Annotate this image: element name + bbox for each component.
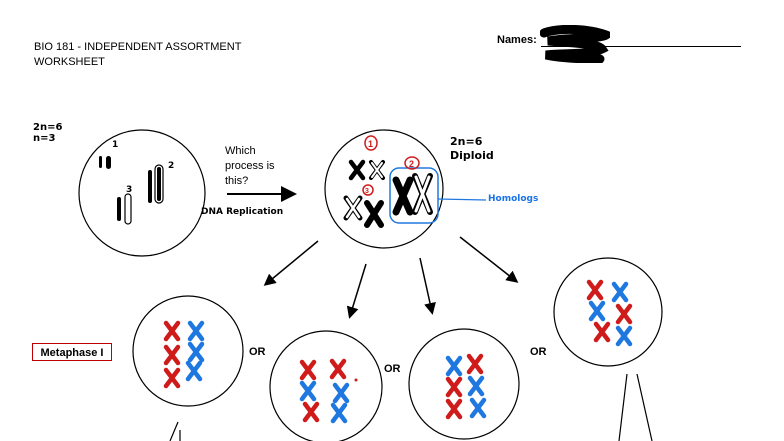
names-underline <box>541 46 741 47</box>
question-line-1: Which <box>225 145 256 157</box>
or-label-3: OR <box>530 346 547 358</box>
or-label-2: OR <box>384 363 401 375</box>
diploid-label: 2n=6 Diploid <box>450 135 494 163</box>
continuation-line-3 <box>618 373 628 441</box>
worksheet-title: BIO 181 - INDEPENDENT ASSORTMENT WORKSHE… <box>34 40 241 70</box>
process-answer: DNA Replication <box>201 207 284 217</box>
or-label-1: OR <box>249 346 266 358</box>
replicated-ploidy: 2n=6 <box>450 135 483 148</box>
title-line-1: BIO 181 - INDEPENDENT ASSORTMENT <box>34 41 242 53</box>
ploidy-n: n=3 <box>33 133 56 144</box>
chrom-label-2: 2 <box>168 161 174 171</box>
chrom-label-3: 3 <box>126 185 132 195</box>
circled-number-3: 3 <box>365 188 369 195</box>
title-line-2: WORKSHEET <box>34 56 105 68</box>
circled-number-1: 1 <box>368 139 373 149</box>
arrow-to-option-1 <box>263 240 319 286</box>
option-cell-1 <box>132 295 244 407</box>
ploidy-2n: 2n=6 <box>33 122 63 133</box>
replicated-cell <box>324 129 487 249</box>
names-label: Names: <box>497 34 537 46</box>
chrom-label-1: 1 <box>112 140 118 150</box>
question-line-3: this? <box>225 175 249 187</box>
option-cell-3 <box>408 328 520 440</box>
option-cell-2 <box>269 330 383 441</box>
redacted-name <box>540 25 610 63</box>
arrow-to-option-3 <box>419 257 436 315</box>
continuation-line-1 <box>169 421 179 441</box>
option-cell-4 <box>553 257 663 367</box>
diploid-text: Diploid <box>450 149 494 162</box>
continuation-line-4 <box>636 373 653 441</box>
parent-cell <box>78 129 206 257</box>
circled-number-2: 2 <box>409 159 414 169</box>
question-line-2: process is <box>225 160 275 172</box>
ploidy-label: 2n=6 n=3 <box>33 122 62 144</box>
arrow-to-option-2 <box>346 263 367 319</box>
metaphase-label: Metaphase I <box>32 343 112 361</box>
process-question: Which process is this? <box>225 144 275 189</box>
arrow-to-option-4 <box>459 236 519 283</box>
homologs-label: Homologs <box>488 194 539 204</box>
